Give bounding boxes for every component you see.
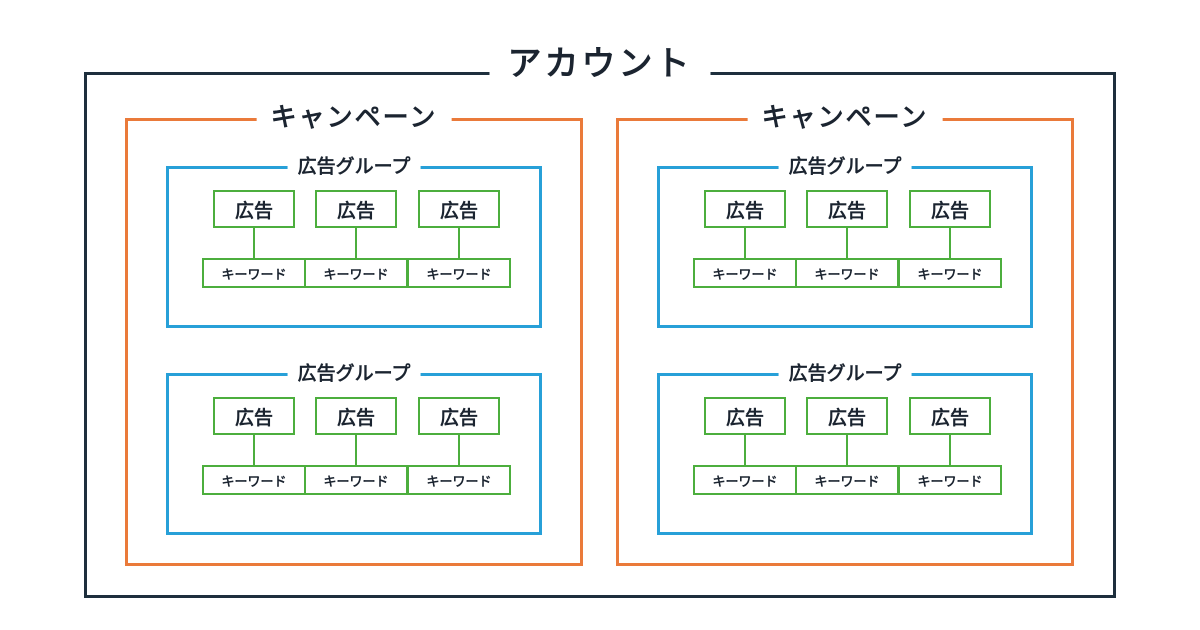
keyword-box: キーワード: [202, 258, 306, 288]
keyword-box: キーワード: [407, 465, 511, 495]
ad-box: 広告: [806, 397, 888, 435]
ad-box: 広告: [213, 397, 295, 435]
connector-line: [355, 228, 357, 258]
keyword-box: キーワード: [898, 258, 1002, 288]
ad-box: 広告: [315, 397, 397, 435]
keyword-box: キーワード: [304, 258, 408, 288]
connector-line: [744, 228, 746, 258]
connector-line: [949, 228, 951, 258]
connector-line: [253, 435, 255, 465]
ad-box: 広告: [418, 190, 500, 228]
ad-box: 広告: [418, 397, 500, 435]
connector-line: [846, 228, 848, 258]
ad-box: 広告: [909, 397, 991, 435]
ad-box: 広告: [806, 190, 888, 228]
ad-box: 広告: [213, 190, 295, 228]
connector-line: [458, 228, 460, 258]
account-label: アカウント: [489, 47, 711, 81]
connector-line: [949, 435, 951, 465]
connector-line: [355, 435, 357, 465]
keyword-box: キーワード: [693, 258, 797, 288]
ad-box: 広告: [315, 190, 397, 228]
keyword-box: キーワード: [795, 465, 899, 495]
ad-group-label: 広告グループ: [778, 364, 912, 384]
connector-line: [846, 435, 848, 465]
ad-box: 広告: [909, 190, 991, 228]
keyword-box: キーワード: [202, 465, 306, 495]
keyword-box: キーワード: [795, 258, 899, 288]
keyword-box: キーワード: [898, 465, 1002, 495]
ad-group-label: 広告グループ: [287, 364, 421, 384]
campaign-label: キャンペーン: [747, 105, 943, 131]
connector-line: [458, 435, 460, 465]
ad-group-label: 広告グループ: [287, 157, 421, 177]
keyword-box: キーワード: [304, 465, 408, 495]
campaign-label: キャンペーン: [256, 105, 452, 131]
ad-group-label: 広告グループ: [778, 157, 912, 177]
ad-box: 広告: [704, 190, 786, 228]
keyword-box: キーワード: [693, 465, 797, 495]
connector-line: [744, 435, 746, 465]
keyword-box: キーワード: [407, 258, 511, 288]
ad-box: 広告: [704, 397, 786, 435]
connector-line: [253, 228, 255, 258]
